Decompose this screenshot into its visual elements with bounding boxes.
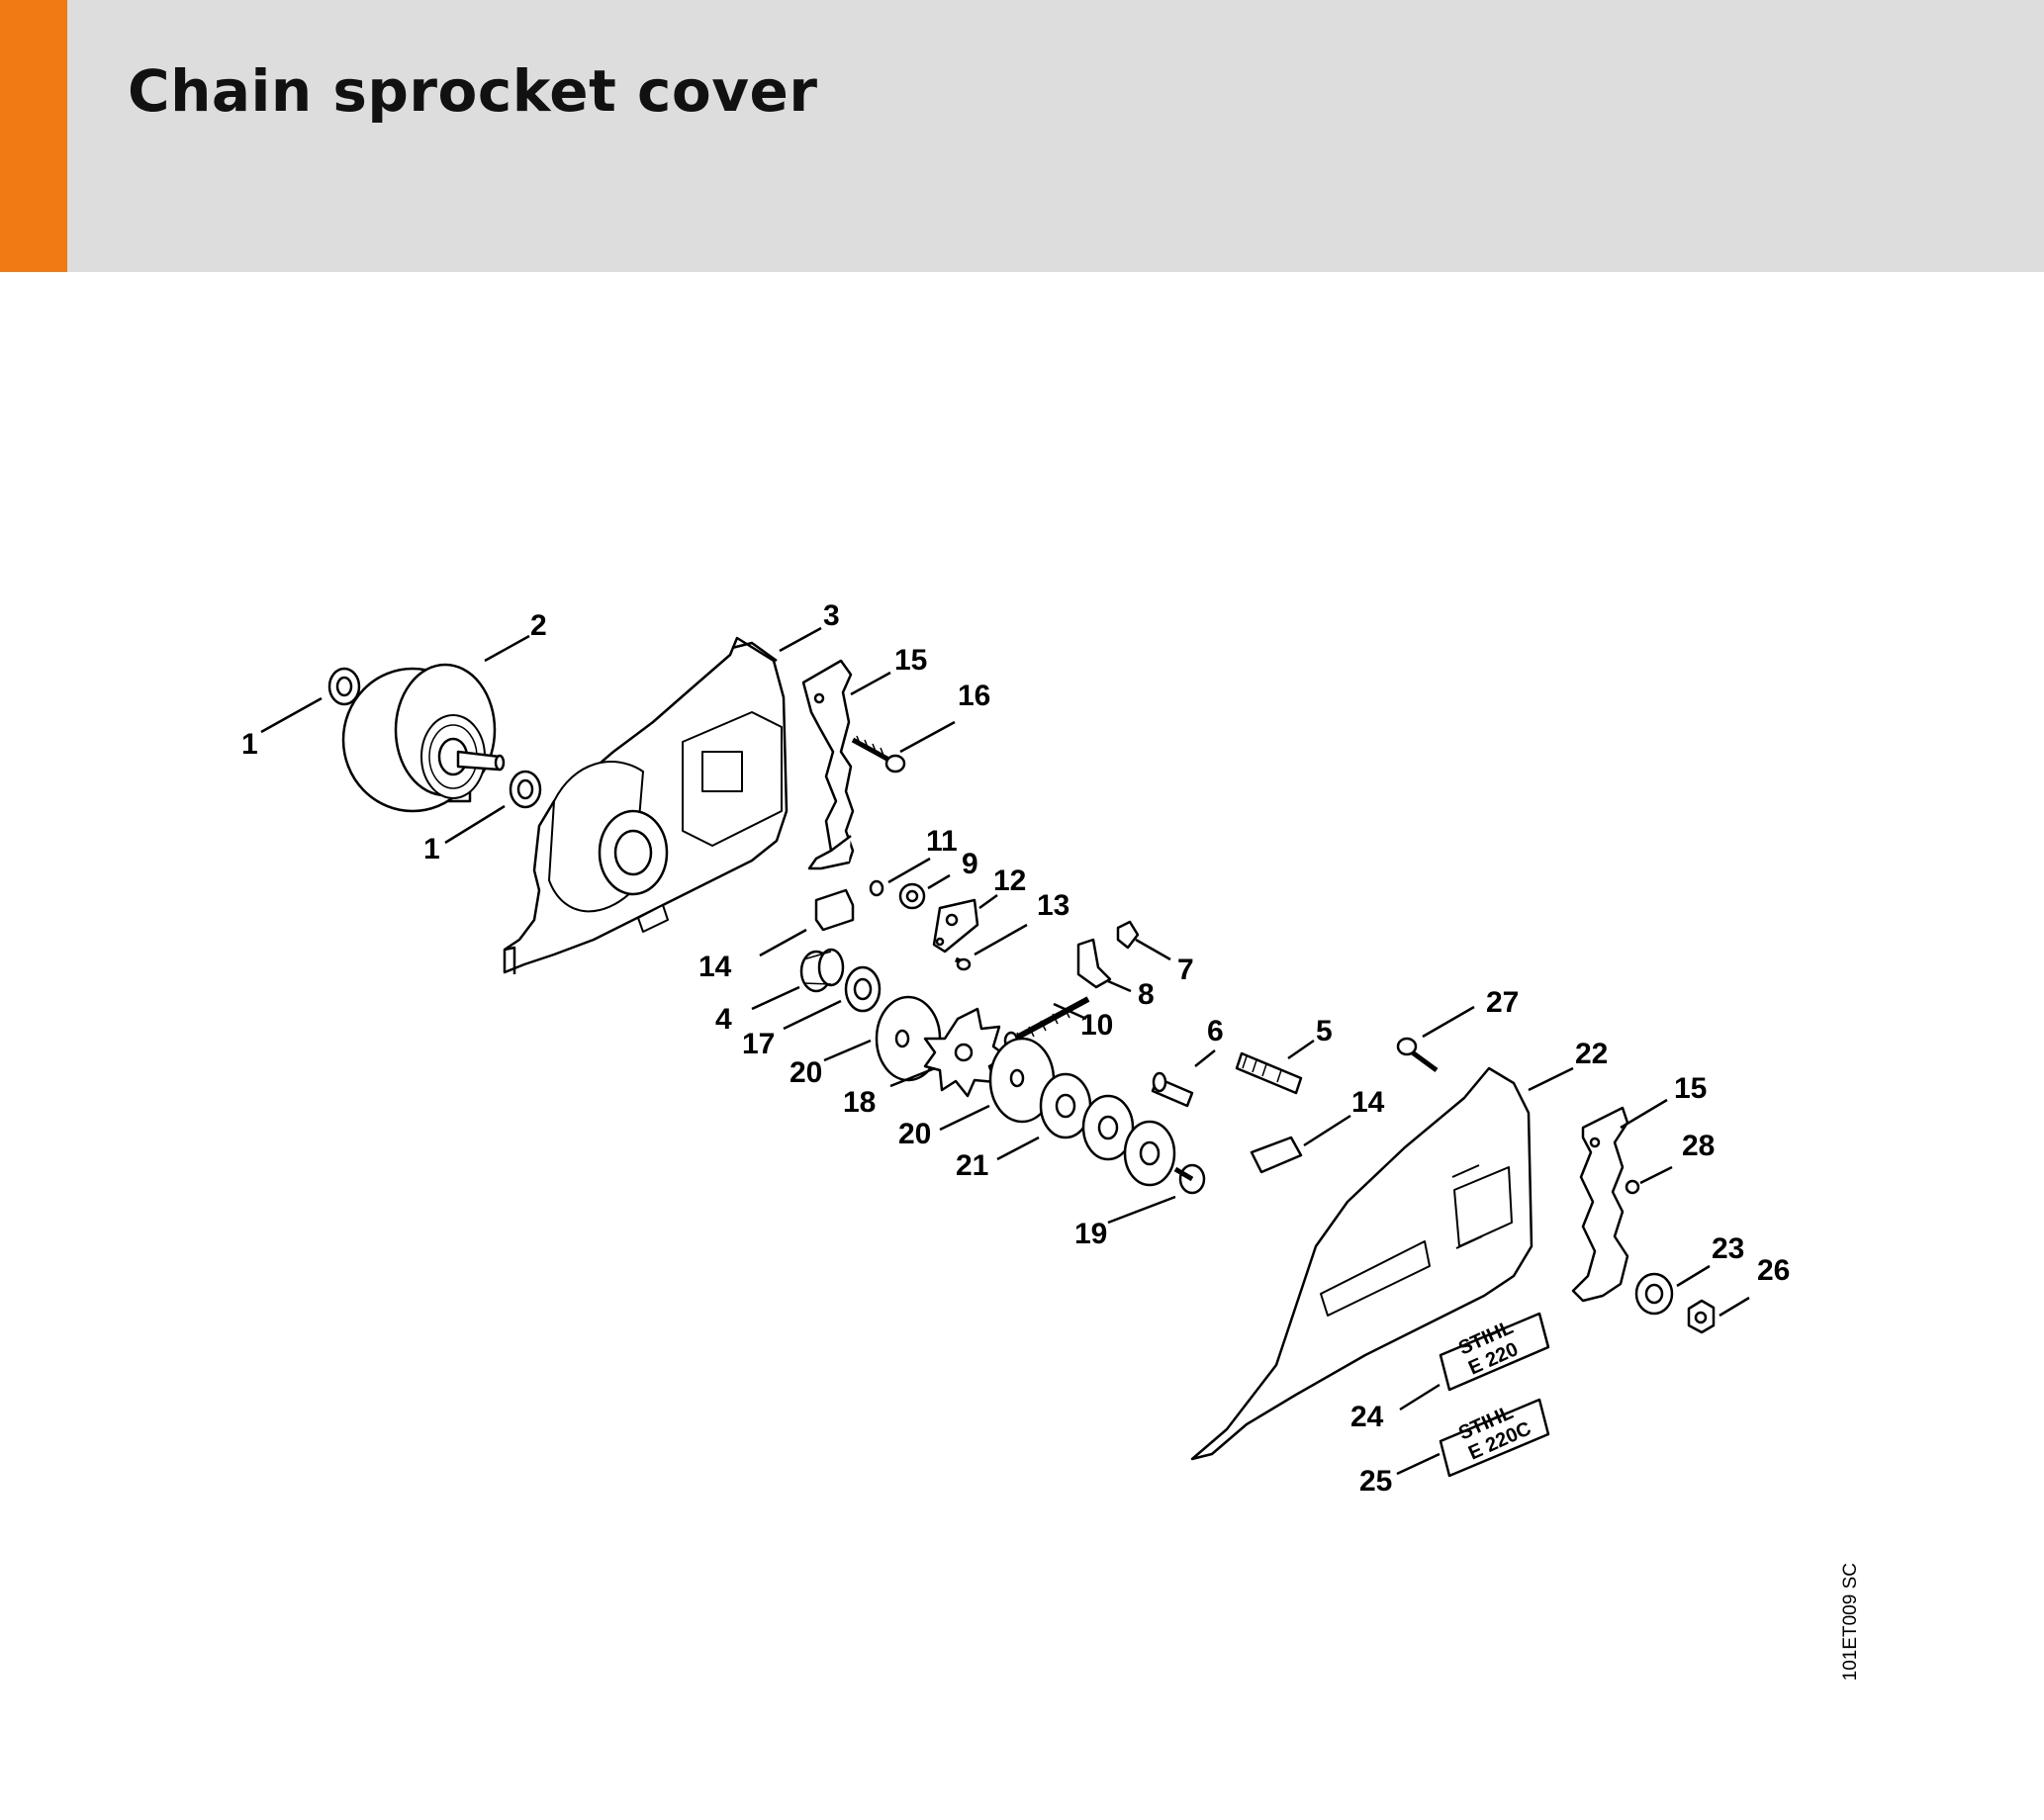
callout-15b: 15	[1674, 1072, 1707, 1105]
part-needle-cage	[799, 948, 845, 993]
part-thrust-washer	[844, 965, 882, 1013]
part-nut-7	[1116, 920, 1140, 950]
part-slider-14-upper	[814, 888, 855, 932]
callout-5: 5	[1316, 1015, 1333, 1047]
part-chain-catcher-lower	[1571, 1106, 1629, 1303]
part-washer-1a	[327, 667, 361, 706]
part-o-ring	[869, 879, 884, 897]
callout-26: 26	[1757, 1254, 1790, 1287]
part-screw-13	[955, 956, 972, 971]
page-title: Chain sprocket cover	[128, 57, 818, 125]
callout-12: 12	[993, 864, 1026, 897]
leader-lines	[260, 626, 1750, 1476]
part-washer-21c	[1123, 1120, 1176, 1187]
part-screw-19	[1173, 1163, 1206, 1195]
part-sprocket-18	[923, 1007, 1009, 1098]
part-hex-nut-26	[1687, 1299, 1716, 1334]
callout-16: 16	[958, 680, 990, 712]
callout-4: 4	[715, 1003, 732, 1036]
callout-9: 9	[962, 848, 978, 880]
callout-25: 25	[1359, 1465, 1392, 1498]
accent-bar	[0, 0, 67, 272]
part-screw-27	[1396, 1037, 1439, 1073]
part-gear-9	[898, 882, 926, 910]
callout-24: 24	[1350, 1401, 1384, 1433]
part-bolt-6	[1151, 1071, 1194, 1108]
callout-19: 19	[1074, 1218, 1107, 1250]
callout-10: 10	[1080, 1009, 1113, 1042]
header-band	[0, 0, 2044, 272]
part-slider-14-lower	[1250, 1136, 1303, 1174]
part-screw-16	[851, 735, 906, 774]
callout-14b: 14	[1351, 1086, 1385, 1119]
part-nameplate-24	[1439, 1312, 1550, 1392]
callout-21: 21	[956, 1149, 988, 1182]
callout-6: 6	[1207, 1015, 1224, 1047]
callout-8: 8	[1138, 978, 1155, 1011]
part-sprocket-cover	[1190, 1066, 1533, 1461]
part-plate-12	[932, 898, 979, 954]
part-spacer-23	[1634, 1272, 1674, 1316]
callout-20b: 20	[898, 1118, 931, 1150]
callout-numbers: 1 2 1 3 15 16 11 9 12 13 7 14 8 4 10 17 …	[241, 599, 1790, 1498]
callout-1b: 1	[423, 833, 440, 865]
callout-13: 13	[1037, 889, 1069, 922]
callout-17: 17	[742, 1028, 775, 1060]
callout-23: 23	[1712, 1232, 1744, 1265]
callout-3: 3	[823, 599, 840, 632]
callout-20a: 20	[790, 1056, 822, 1089]
part-nut-28	[1625, 1179, 1640, 1195]
callout-14a: 14	[698, 951, 732, 983]
part-chain-catcher-upper	[801, 659, 855, 870]
part-washer-21b	[1081, 1094, 1135, 1161]
part-clutch-drum	[341, 663, 506, 813]
callout-2: 2	[530, 609, 547, 642]
callout-22: 22	[1575, 1038, 1608, 1070]
callout-15a: 15	[894, 644, 927, 677]
part-sprocket-housing	[503, 636, 789, 974]
callout-1a: 1	[241, 728, 258, 761]
part-washer-1b	[509, 770, 542, 809]
drawing-code: 101ET009 SC	[1840, 1563, 1861, 1682]
callout-27: 27	[1486, 986, 1519, 1019]
callout-18: 18	[843, 1086, 876, 1119]
callout-28: 28	[1682, 1130, 1715, 1162]
part-nameplate-25	[1439, 1398, 1550, 1478]
callout-11: 11	[926, 825, 958, 858]
callout-7: 7	[1177, 954, 1194, 986]
part-collar-stud	[1235, 1051, 1303, 1095]
part-bracket-8	[1076, 938, 1112, 989]
